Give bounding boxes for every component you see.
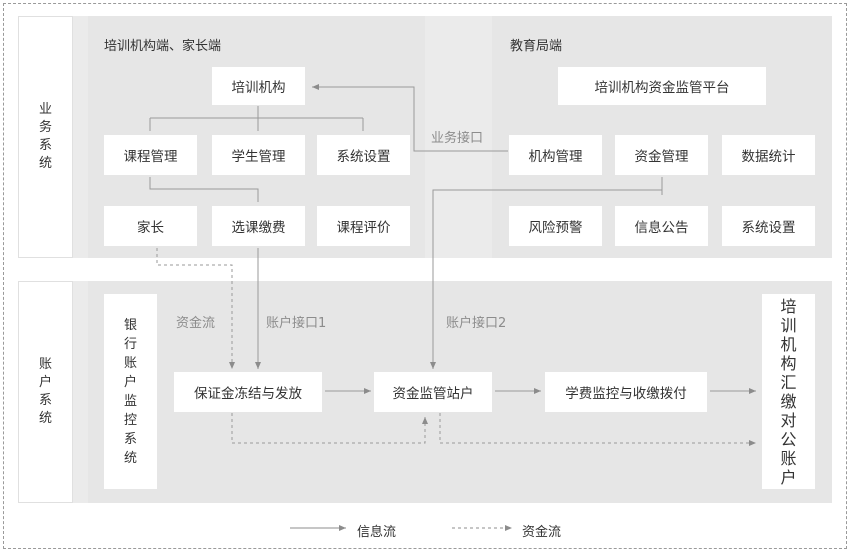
fund-supervision-platform-box: 培训机构资金监管平台: [557, 66, 767, 106]
system-settings-box-left: 系统设置: [316, 134, 411, 176]
tuition-monitor-box: 学费监控与收缴拨付: [544, 371, 708, 413]
fund-supervision-account-box: 资金监管站户: [373, 371, 493, 413]
row-label-account-text: 账户系统: [38, 357, 52, 426]
fund-flow-label: 资金流: [176, 316, 216, 331]
data-stats-box: 数据统计: [721, 134, 816, 176]
fund-mgmt-box: 资金管理: [614, 134, 709, 176]
public-account-box: 培训机构汇缴对公账户: [761, 293, 816, 490]
risk-warning-box: 风险预警: [508, 205, 603, 247]
account-interface-1-label: 账户接口1: [266, 316, 327, 331]
outer-border: [3, 3, 847, 549]
legend-fund-label: 资金流: [522, 525, 562, 540]
business-interface-label: 业务接口: [431, 131, 484, 146]
row-label-business: 业务系统: [18, 16, 73, 258]
bank-monitor-system: 银行账户监控系统: [103, 293, 158, 490]
account-interface-2-line: [430, 177, 663, 369]
tree-line-top: [149, 105, 364, 131]
left-section-title: 培训机构端、家长端: [104, 39, 222, 54]
info-notice-box: 信息公告: [614, 205, 709, 247]
right-section-title: 教育局端: [510, 39, 563, 54]
business-interface-line: [312, 84, 433, 152]
course-review-box: 课程评价: [316, 205, 411, 247]
fund-flow-out: [439, 413, 756, 446]
fund-flow-parent: [156, 248, 235, 369]
student-mgmt-box: 学生管理: [211, 134, 306, 176]
training-org-box: 培训机构: [211, 66, 306, 106]
fund-flow-loop: [231, 413, 428, 444]
system-settings-box-right: 系统设置: [721, 205, 816, 247]
bank-monitor-system-text: 银行账户监控系统: [123, 317, 137, 466]
parent-box: 家长: [103, 205, 198, 247]
legend-info-label: 信息流: [357, 525, 397, 540]
org-mgmt-box: 机构管理: [508, 134, 603, 176]
deposit-freeze-box: 保证金冻结与发放: [173, 371, 323, 413]
course-mgmt-box: 课程管理: [103, 134, 198, 176]
tree-line-mid: [149, 177, 259, 202]
row-label-business-text: 业务系统: [38, 102, 52, 171]
account-interface-2-label: 账户接口2: [446, 316, 507, 331]
public-account-text: 培训机构汇缴对公账户: [780, 296, 797, 487]
row-label-account: 账户系统: [18, 281, 73, 503]
course-payment-box: 选课缴费: [211, 205, 306, 247]
